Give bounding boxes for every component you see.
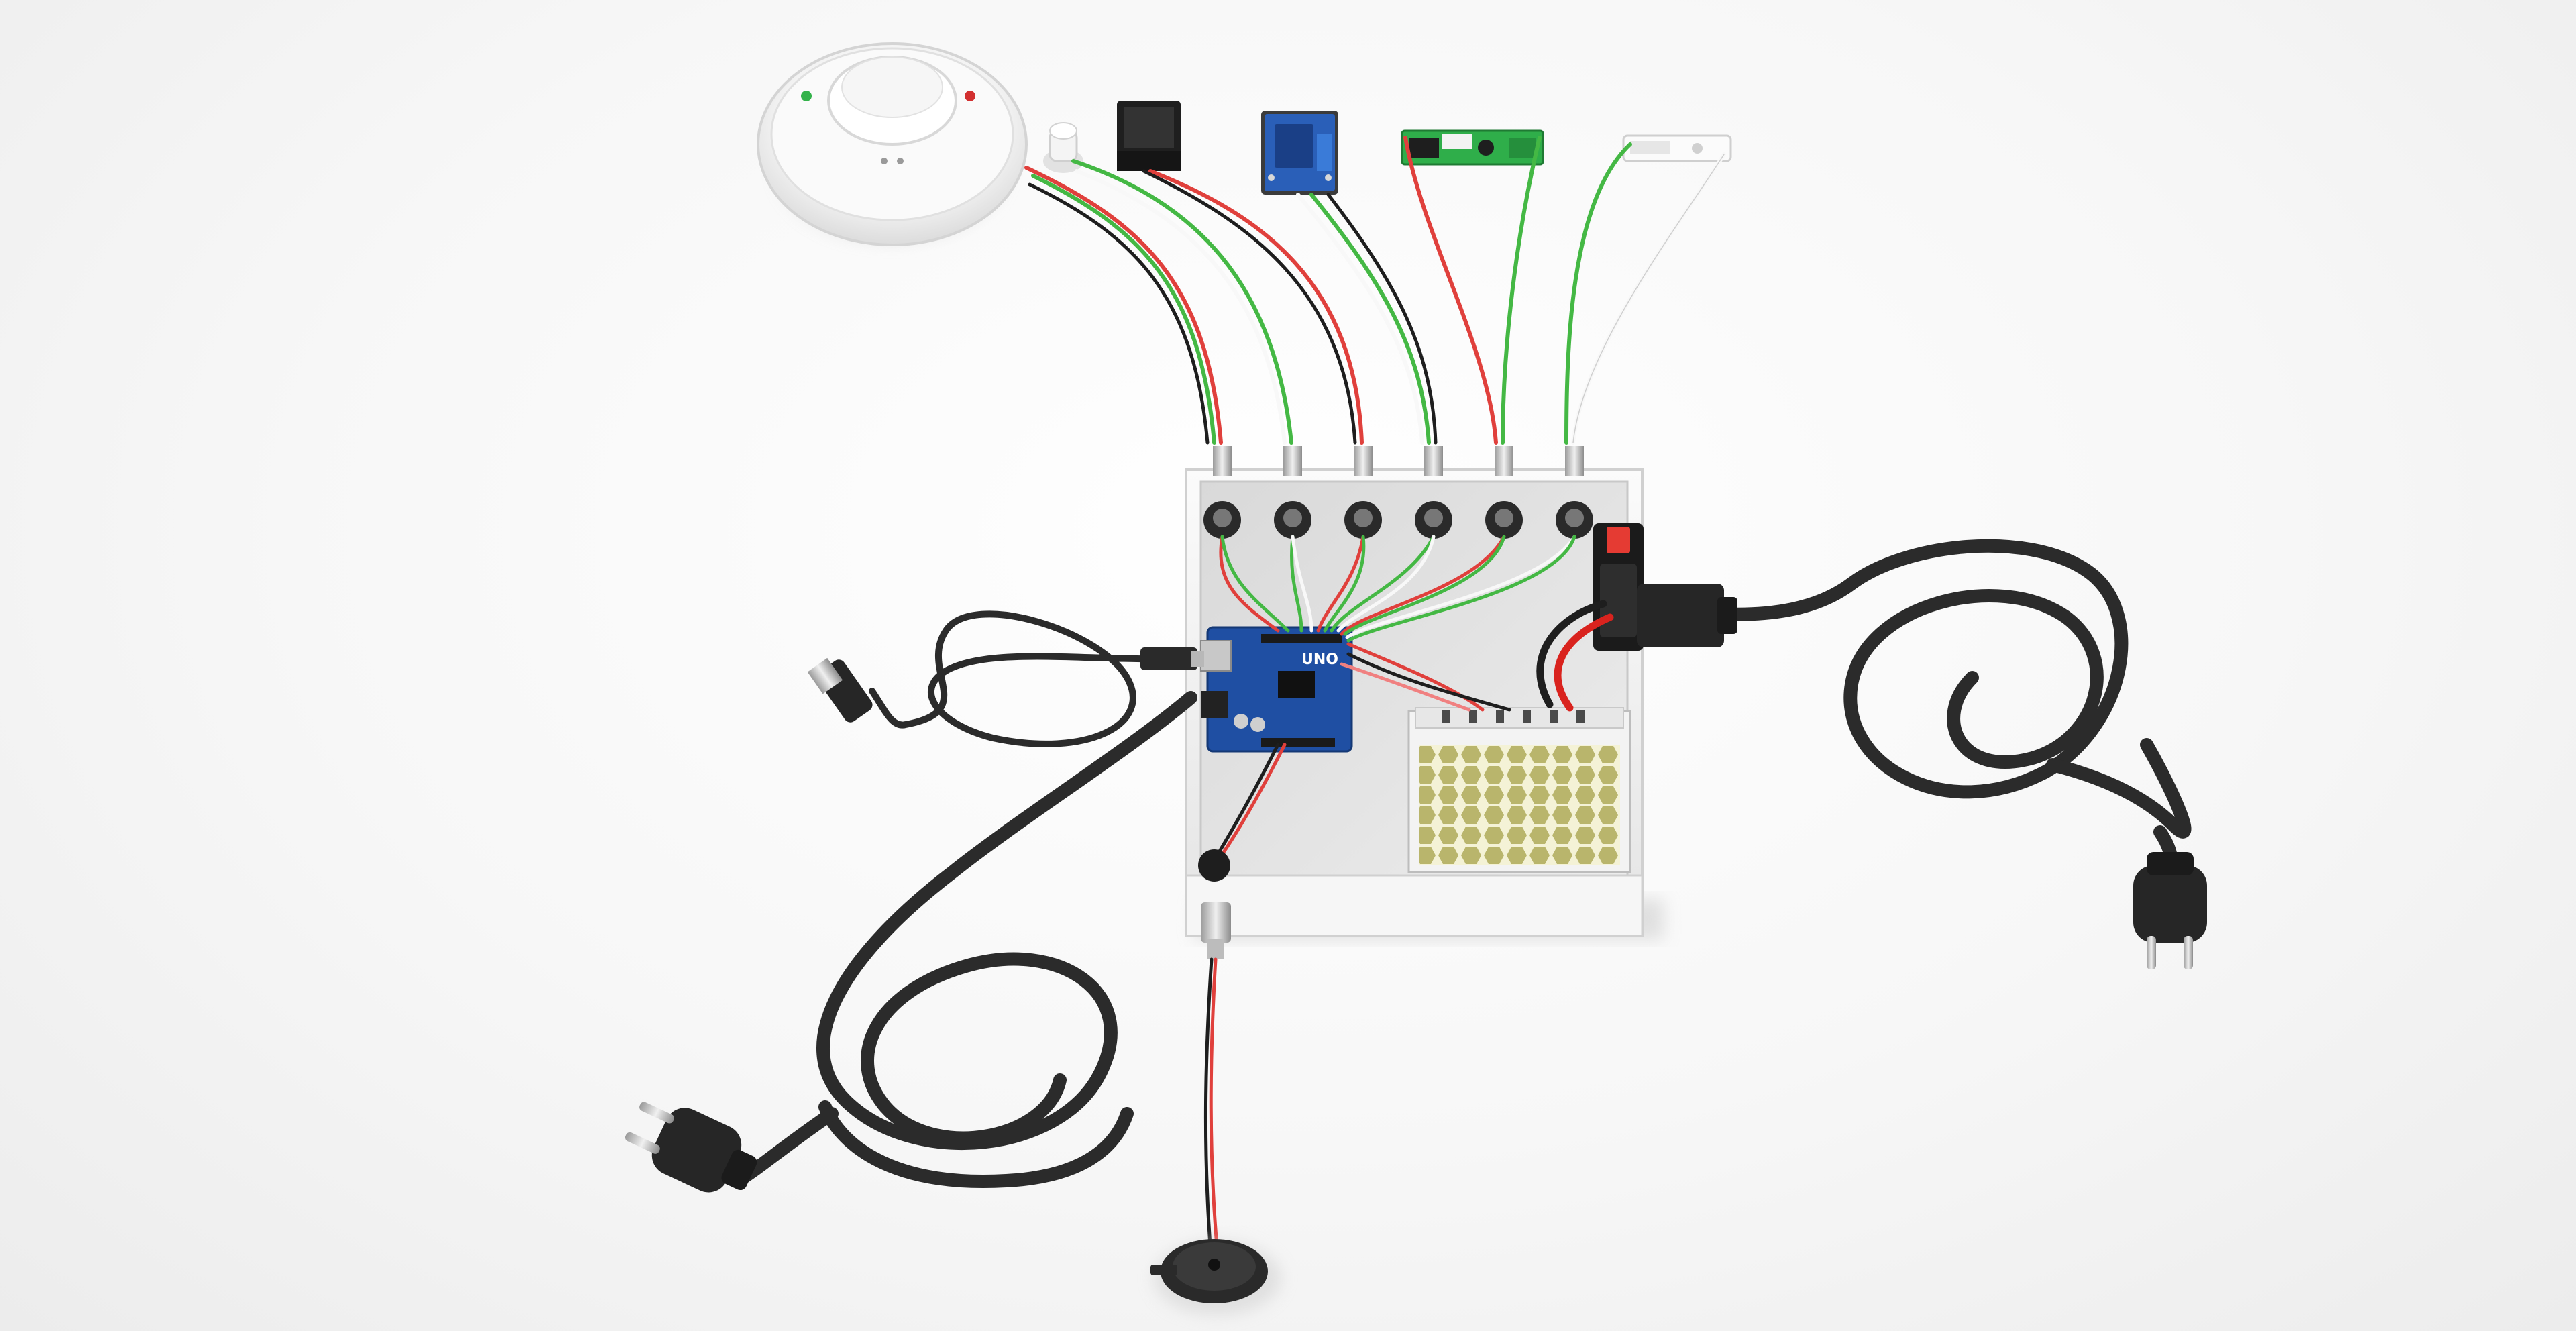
- sensor-wiring: [1024, 136, 1726, 445]
- power-switch: [1593, 523, 1644, 651]
- left-schuko-plug-icon: [625, 1102, 757, 1193]
- usb-cable: [869, 610, 1197, 747]
- inner-grommet: [1198, 849, 1230, 882]
- power-supply-unit: [1407, 707, 1631, 873]
- cable-glands: [1203, 446, 1593, 539]
- smoke-detector: [757, 42, 1028, 246]
- arduino-uno-board: UNO: [1200, 626, 1353, 753]
- buzzer-wiring: [1203, 957, 1220, 1257]
- temperature-sensor: [1043, 122, 1083, 173]
- arduino-uno-label: UNO: [1301, 651, 1338, 668]
- right-power-cord: [1711, 539, 2192, 886]
- internal-wiring: [1209, 535, 1614, 867]
- right-schuko-plug-icon: [2133, 852, 2207, 969]
- bottom-cable-gland: [1201, 902, 1231, 959]
- usb-b-plug-icon: [1140, 647, 1204, 670]
- door-sensor: [1622, 134, 1732, 162]
- black-sensor-module: [1117, 101, 1181, 171]
- relay-module: [1261, 111, 1338, 195]
- piezo-buzzer: [1150, 1239, 1281, 1315]
- smoke-detector-red-led: [965, 91, 975, 101]
- usb-plug-icon: [807, 657, 873, 723]
- sensor-board: [1401, 129, 1544, 166]
- left-power-cord: [731, 691, 1197, 1188]
- smoke-detector-green-led: [801, 91, 812, 101]
- iec-plug-icon: [1637, 584, 1737, 647]
